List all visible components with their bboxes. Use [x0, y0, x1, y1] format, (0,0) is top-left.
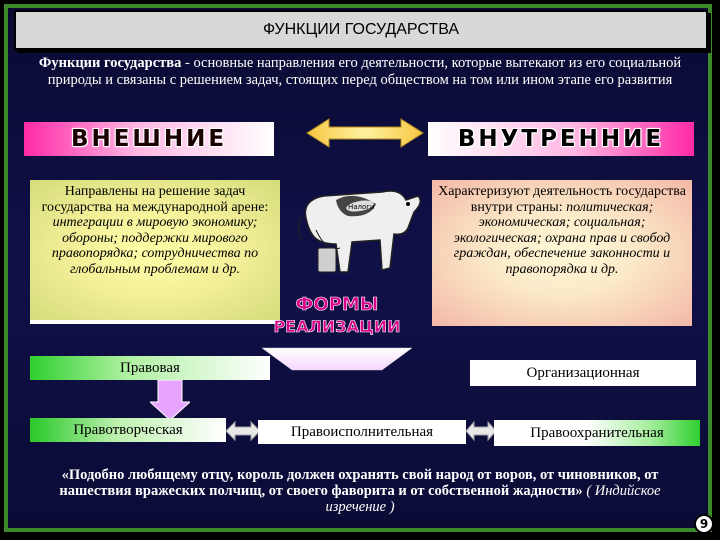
internal-description-panel: Характеризуют деятельность государства в… [432, 180, 692, 326]
internal-header-label: ВНУТРЕННИЕ [457, 126, 665, 152]
form-legal: Правовая [30, 356, 270, 380]
form-law-protection: Правоохранительная [494, 420, 700, 446]
intro-definition: - основные направления его деятельности,… [47, 55, 682, 88]
external-items: интеграции в мировую экономику; обороны;… [51, 215, 259, 277]
form-lawmaking: Правотворческая [30, 418, 226, 442]
form-law-enforcement-label: Правоисполнительная [290, 423, 434, 440]
title-box: ФУНКЦИИ ГОСУДАРСТВА [14, 10, 708, 50]
internal-header: ВНУТРЕННИЕ [428, 122, 694, 156]
form-law-enforcement: Правоисполнительная [258, 420, 466, 444]
intro-text: Функции государства - основные направлен… [20, 55, 700, 89]
cow-illustration-icon: Налоги [298, 190, 421, 273]
forms-line1: ФОРМЫ [296, 294, 379, 315]
intro-term: Функции государства [38, 55, 182, 71]
quote: «Подобно любящему отцу, король должен ох… [36, 467, 684, 515]
external-header: ВНЕШНИЕ [24, 122, 274, 156]
form-organizational-label: Организационная [526, 364, 640, 381]
external-description-panel: Направлены на решение задач государства … [30, 180, 280, 324]
double-arrow-small-icon [466, 420, 496, 442]
form-law-protection-label: Правоохранительная [530, 424, 664, 441]
form-legal-label: Правовая [120, 359, 180, 376]
double-arrow-icon [306, 118, 424, 148]
arrow-down-icon [150, 380, 190, 420]
external-header-label: ВНЕШНИЕ [70, 126, 228, 152]
quote-text: «Подобно любящему отцу, король должен ох… [59, 467, 659, 499]
cow-tag: Налоги [348, 203, 375, 211]
internal-items: политическая; экономическая; социальная;… [453, 199, 671, 277]
forms-line2: РЕАЛИЗАЦИИ [273, 317, 400, 336]
page-title: ФУНКЦИИ ГОСУДАРСТВА [262, 21, 460, 38]
internal-lead: Характеризуют деятельность государства в… [438, 184, 686, 215]
form-organizational: Организационная [470, 360, 696, 386]
forms-of-implementation-arrow: ФОРМЫ РЕАЛИЗАЦИИ [262, 294, 412, 371]
quote-source: ( Индийское изречение ) [325, 483, 661, 515]
form-lawmaking-label: Правотворческая [73, 421, 183, 438]
external-lead: Направлены на решение задач государства … [41, 184, 269, 215]
page-number: 9 [694, 514, 714, 534]
double-arrow-small-icon [226, 420, 260, 442]
